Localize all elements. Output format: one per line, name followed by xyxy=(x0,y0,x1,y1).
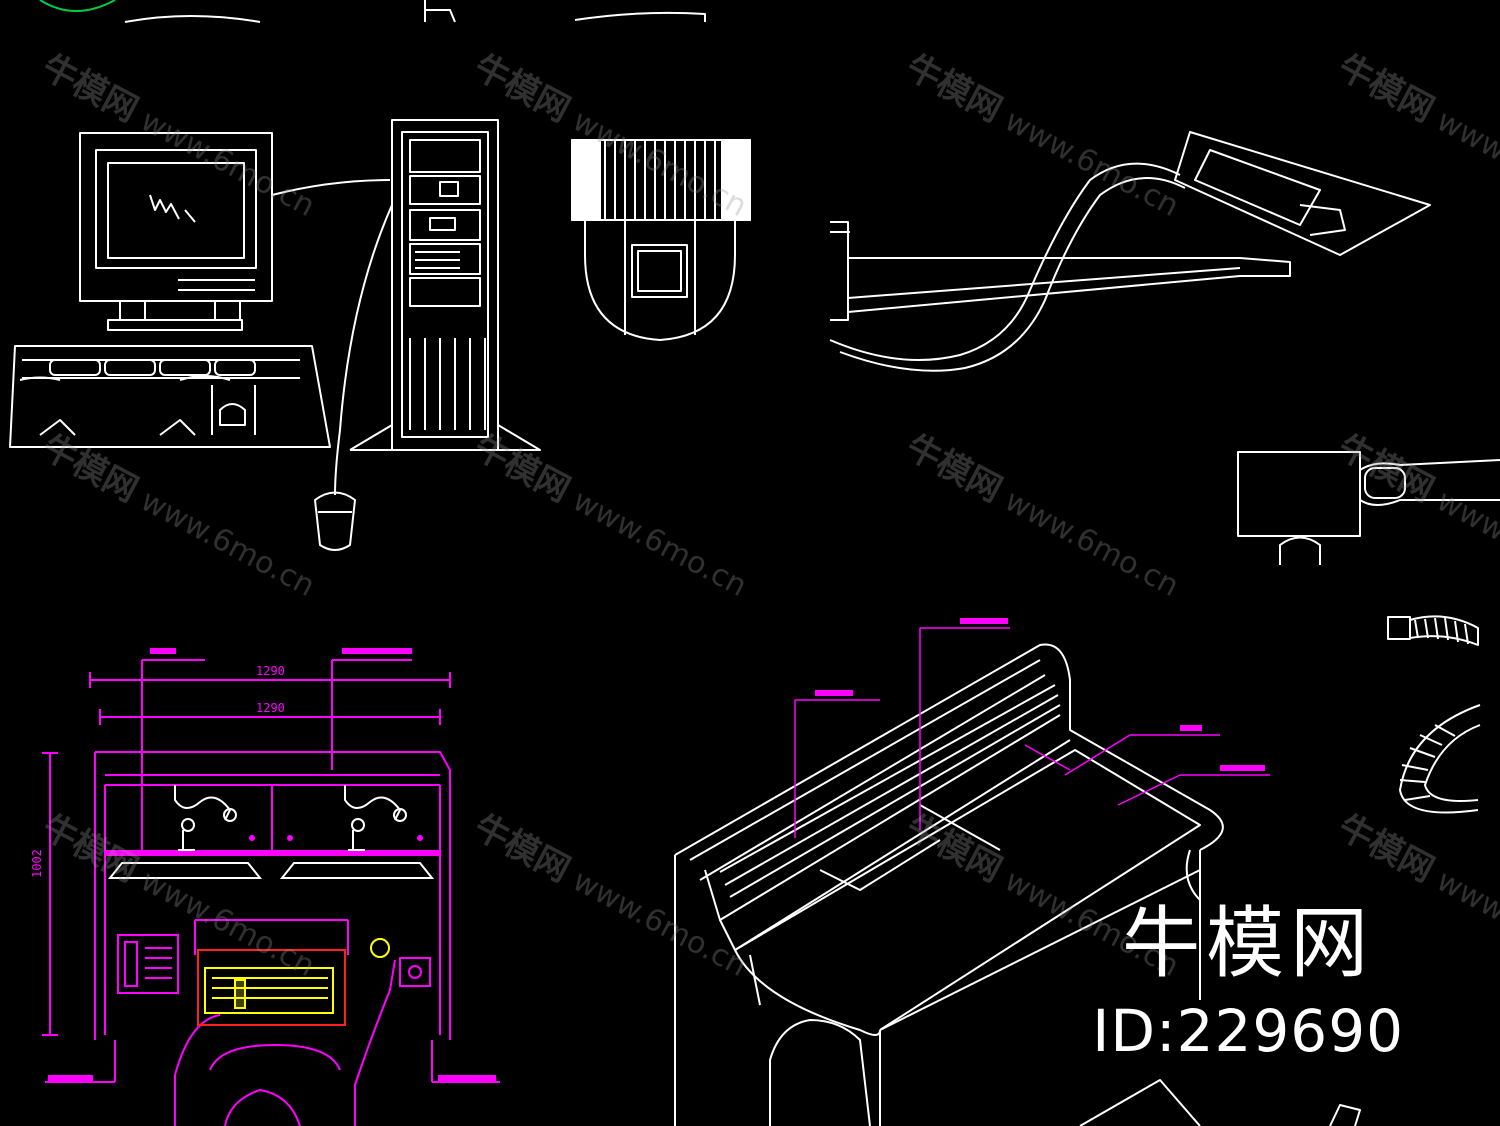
dimension-height: 1002 xyxy=(30,849,44,878)
console-front-elevation-drawing xyxy=(42,659,500,1126)
keyboard-drawing xyxy=(9,345,331,448)
dimension-inner-width: 1290 xyxy=(256,701,285,715)
pc-tower-drawing xyxy=(349,119,541,451)
flex-hose-drawing xyxy=(1387,615,1481,814)
elevation-dimension-labels xyxy=(48,648,496,1081)
side-monitor-drawing xyxy=(1237,451,1500,565)
mouse-drawing xyxy=(314,204,393,551)
isometric-dimension-text xyxy=(815,618,1265,771)
top-fragments xyxy=(39,0,706,23)
isometric-dimension-leaders xyxy=(794,627,1270,838)
dome-camera-drawing xyxy=(571,139,751,341)
dimension-outer-width: 1290 xyxy=(256,664,285,678)
monitor-arm-drawing xyxy=(829,131,1431,372)
brand-id: ID:229690 xyxy=(1092,997,1404,1065)
computer-monitor-drawing xyxy=(79,132,273,331)
console-desk-isometric-drawing xyxy=(674,643,1361,1126)
monitor-cable xyxy=(271,179,391,196)
brand-name: 牛模网 xyxy=(1122,899,1375,989)
brand-block: 牛模网 ID:229690 xyxy=(1092,905,1404,1065)
